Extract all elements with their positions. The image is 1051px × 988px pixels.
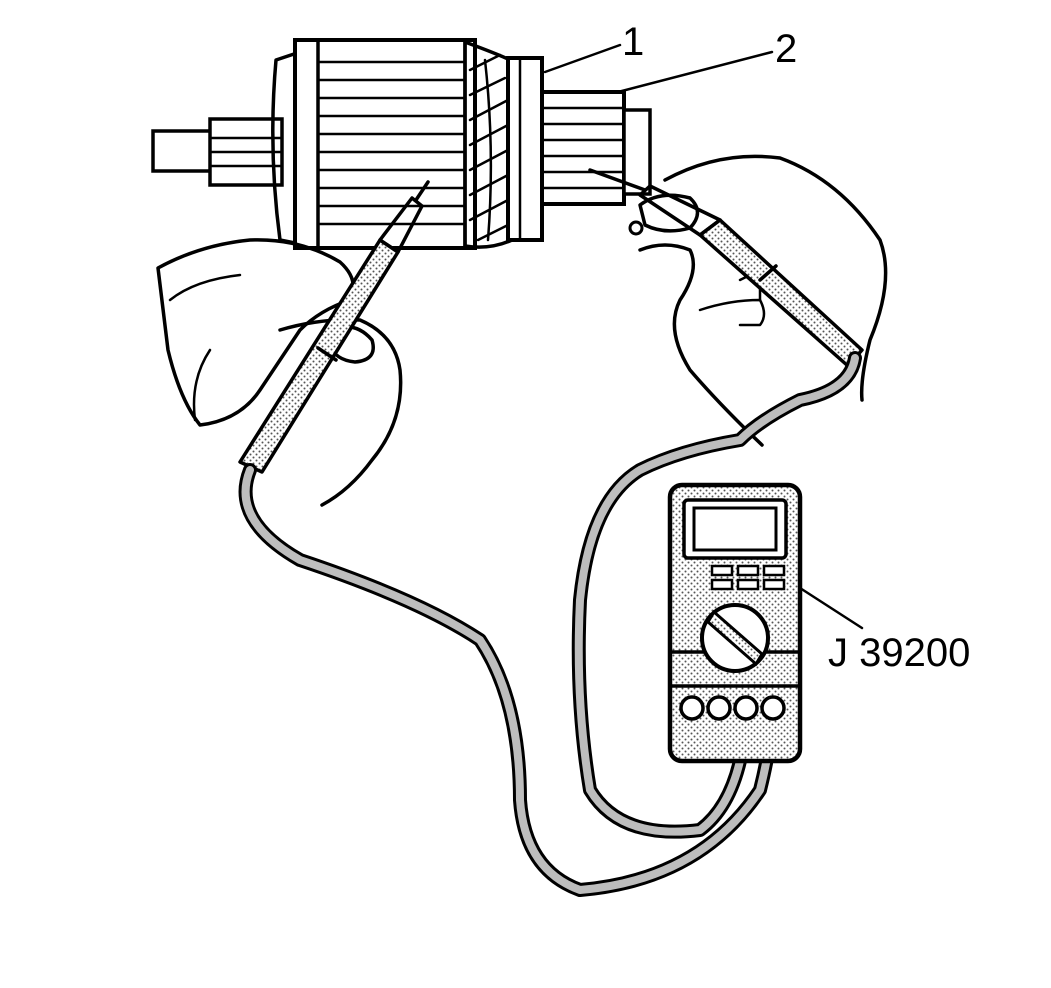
starter-armature-icon — [151, 38, 652, 250]
meter-jacks — [668, 684, 802, 721]
callout-1-label: 1 — [622, 20, 644, 64]
callout-2-label: 2 — [775, 27, 797, 71]
meter-model-label: J 39200 — [828, 631, 970, 675]
callout-2: 2 — [616, 27, 797, 94]
meter-buttons — [710, 564, 786, 591]
callout-1: 1 — [543, 20, 644, 74]
digital-multimeter-icon — [667, 482, 803, 764]
armature-core — [293, 38, 477, 250]
test-probe-icon — [588, 168, 864, 368]
test-leads — [238, 351, 862, 897]
callout-meter: J 39200 — [798, 586, 970, 675]
meter-display — [682, 498, 788, 560]
meter-rotary-dial — [668, 603, 802, 673]
armature-shaft-left — [151, 117, 284, 187]
commutator — [540, 90, 652, 206]
